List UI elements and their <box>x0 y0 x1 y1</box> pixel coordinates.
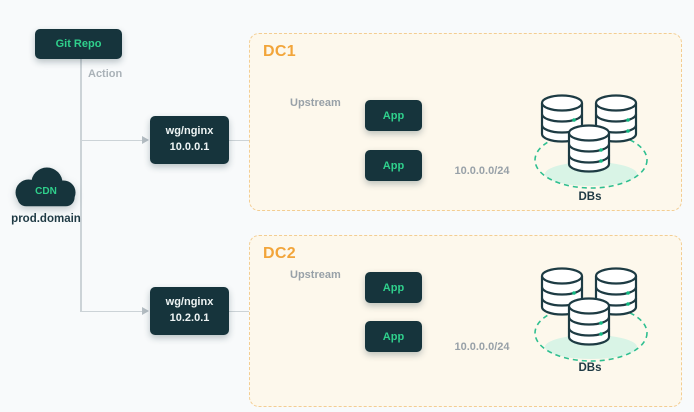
dc2-app1-node: App <box>365 272 422 303</box>
dc1-dbs-label: DBs <box>578 191 602 203</box>
gateway1-node: wg/nginx 10.0.0.1 <box>150 116 229 164</box>
connector-to-gateway2 <box>80 310 144 312</box>
connector-to-gateway1 <box>80 139 144 141</box>
git-repo-node: Git Repo <box>35 29 122 59</box>
gateway2-name: wg/nginx <box>165 296 214 309</box>
dc1-database-cluster-icon <box>534 94 648 189</box>
dc2-database-cluster-icon <box>534 267 648 362</box>
dc1-subnet-label: 10.0.0.0/24 <box>454 165 510 177</box>
gateway2-ip: 10.2.0.1 <box>169 312 210 324</box>
gateway1-name: wg/nginx <box>165 125 214 138</box>
arrowhead-gateway1-icon <box>142 135 149 144</box>
dc2-app1-label: App <box>382 281 405 294</box>
arrowhead-gateway2-icon <box>142 306 149 315</box>
cdn-label: CDN <box>35 186 57 197</box>
dc1-app1-node: App <box>365 100 422 131</box>
dc1-app1-label: App <box>382 109 405 122</box>
dc2-app2-label: App <box>382 330 405 343</box>
connector-gitrepo-vertical <box>80 59 82 311</box>
cloud-shape <box>15 167 76 207</box>
dc2-title: DC2 <box>263 245 296 262</box>
action-label: Action <box>88 68 123 80</box>
dc1-title: DC1 <box>263 43 296 60</box>
dc2-upstream-label: Upstream <box>290 269 341 281</box>
gateway1-ip: 10.0.0.1 <box>169 141 210 153</box>
gateway2-node: wg/nginx 10.2.0.1 <box>150 287 229 335</box>
cdn-cloud-icon: CDN <box>10 163 82 209</box>
dc1-upstream-label: Upstream <box>290 97 341 109</box>
dc2-app2-node: App <box>365 321 422 352</box>
dc1-app2-node: App <box>365 150 422 181</box>
git-repo-label: Git Repo <box>55 38 102 50</box>
cdn-domain-label: prod.domain <box>11 213 81 225</box>
dc2-subnet-label: 10.0.0.0/24 <box>454 341 510 353</box>
dc2-dbs-label: DBs <box>578 362 602 374</box>
dc1-app2-label: App <box>382 159 405 172</box>
